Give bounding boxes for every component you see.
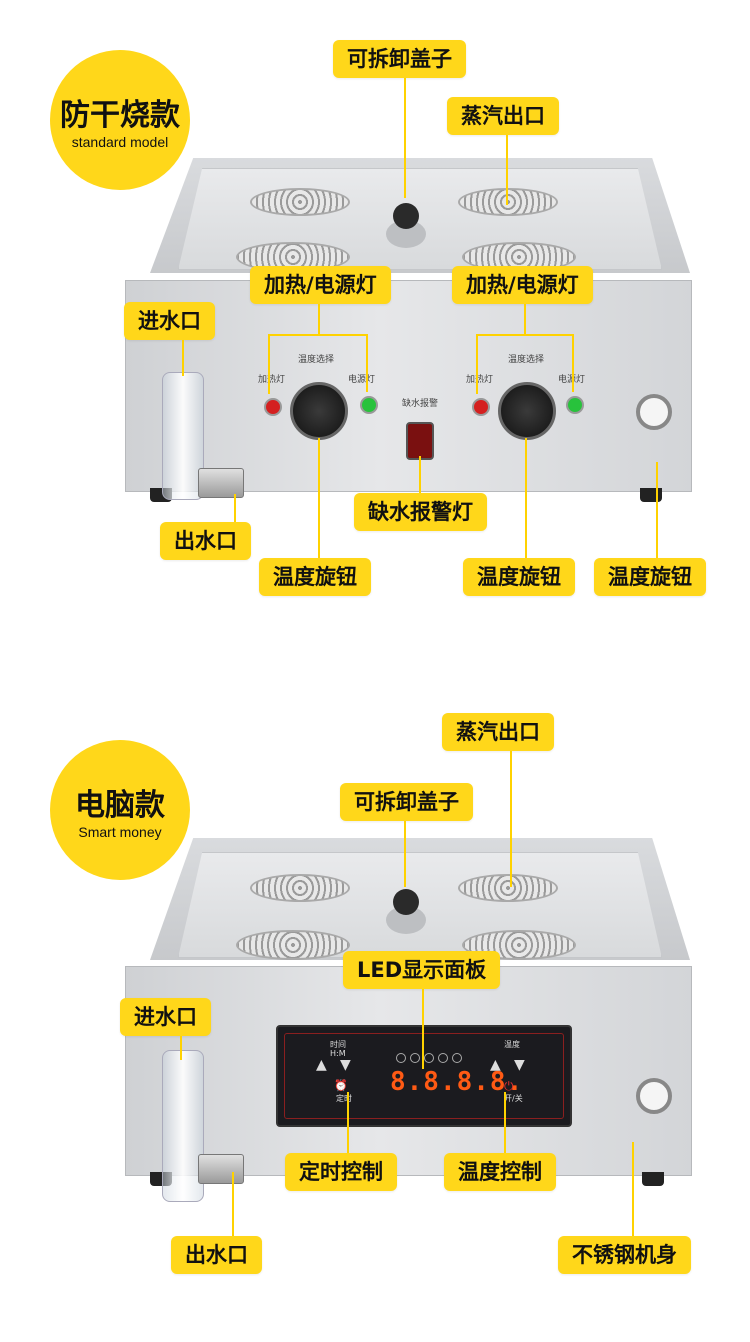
heat-lamp-text: 加热灯 [258,375,286,385]
machine-foot [642,1172,664,1186]
line-temp-knob-side [656,462,658,558]
label-steam-outlet: 蒸汽出口 [442,713,554,751]
line-timer-control [347,1092,349,1153]
label-lid: 可拆卸盖子 [340,783,473,821]
label-power-light-left: 加热/电源灯 [250,266,391,304]
line-temp-knob-right [525,438,527,558]
temp-select-text: 温度选择 [298,355,335,365]
led-panel-frame [284,1033,564,1119]
label-temp-knob-left: 温度旋钮 [259,558,371,596]
led-display-panel: 时间 H:M ▲ ▼ ⏰ 定时 8.8.8.8. 温度 ▲ ▼ ⏻ 开/关 [276,1025,572,1127]
line-power-light-right-h [476,334,574,336]
steam-vent [458,188,558,216]
line-water-inlet [180,1036,182,1060]
alarm-clock-icon[interactable]: ⏰ [334,1079,348,1092]
line-power-light-right-a [476,334,478,394]
line-power-light-left-h [268,334,368,336]
side-port [636,394,672,430]
label-water-outlet: 出水口 [171,1236,262,1274]
line-power-light-right [524,304,526,334]
timer-label: 定时 [336,1094,352,1103]
indicator-icon [424,1053,434,1063]
steam-vent [250,874,350,902]
indicator-icon [438,1053,448,1063]
water-inlet-tube [162,1050,204,1202]
badge-subtitle: Smart money [78,824,162,840]
line-water-alarm [419,456,421,493]
power-lamp [566,396,584,414]
power-lamp-text: 电源灯 [558,372,585,385]
line-stainless-body [632,1142,634,1236]
line-steam-outlet [506,135,508,205]
temp-down-icon[interactable]: ▼ [514,1057,525,1073]
temp-up-icon[interactable]: ▲ [490,1057,501,1073]
lid-knob-handle [393,889,419,915]
temp-label: 温度 [504,1040,520,1049]
label-led-panel: LED显示面板 [343,951,501,989]
time-label: 时间 [330,1040,346,1049]
power-label: 开/关 [504,1094,523,1103]
time-up-icon[interactable]: ▲ [316,1057,327,1073]
temperature-dial[interactable] [498,382,556,440]
temp-select-text: 温度选择 [508,355,545,365]
label-stainless-body: 不锈钢机身 [558,1236,691,1274]
power-lamp-text: 电源灯 [348,375,376,385]
water-inlet-tube [162,372,204,500]
line-water-inlet [182,340,184,376]
line-power-light-left-a [268,334,270,394]
temperature-dial[interactable] [290,382,348,440]
label-water-alarm: 缺水报警灯 [354,493,487,531]
line-led-panel [422,989,424,1069]
label-timer-control: 定时控制 [285,1153,397,1191]
badge-smart-model: 电脑款 Smart money [50,740,190,880]
line-power-light-right-b [572,334,574,392]
label-steam-outlet: 蒸汽出口 [447,97,559,135]
badge-standard-model: 防干烧款 standard model [50,50,190,190]
label-lid: 可拆卸盖子 [333,40,466,78]
heat-lamp [264,398,282,416]
steam-vent [250,188,350,216]
line-water-outlet [232,1172,234,1236]
badge-title: 电脑款 [75,788,165,823]
alarm-text: 缺水报警 [402,399,439,409]
line-temp-knob-left [318,438,320,558]
line-steam-outlet [510,751,512,887]
machine-foot [640,488,662,502]
indicator-icon [410,1053,420,1063]
line-power-light-left-b [366,334,368,392]
digital-readout: 8.8.8.8. [390,1067,524,1097]
indicator-icon [396,1053,406,1063]
side-port [636,1078,672,1114]
water-alarm-lamp [406,422,434,460]
label-temp-knob-side: 温度旋钮 [594,558,706,596]
steam-vent [458,874,558,902]
label-power-light-right: 加热/电源灯 [452,266,593,304]
label-water-outlet: 出水口 [160,522,251,560]
line-power-light-left [318,304,320,334]
time-unit: H:M [330,1049,346,1058]
power-lamp [360,396,378,414]
badge-title: 防干烧款 [60,98,180,133]
time-down-icon[interactable]: ▼ [340,1057,351,1073]
water-outlet-valve[interactable] [198,1154,244,1184]
power-icon[interactable]: ⏻ [504,1079,514,1093]
heat-lamp [472,398,490,416]
line-lid [404,821,406,887]
line-temp-control [504,1092,506,1153]
steam-vent [236,930,350,960]
water-outlet-valve[interactable] [198,468,244,498]
indicator-icon [452,1053,462,1063]
heat-lamp-text: 加热灯 [466,375,494,385]
lid-knob-handle [393,203,419,229]
label-temp-knob-right: 温度旋钮 [463,558,575,596]
line-lid [404,78,406,198]
badge-subtitle: standard model [71,134,169,150]
label-water-inlet: 进水口 [120,998,211,1036]
line-water-outlet [234,494,236,522]
label-water-inlet: 进水口 [124,302,215,340]
label-temp-control: 温度控制 [444,1153,556,1191]
